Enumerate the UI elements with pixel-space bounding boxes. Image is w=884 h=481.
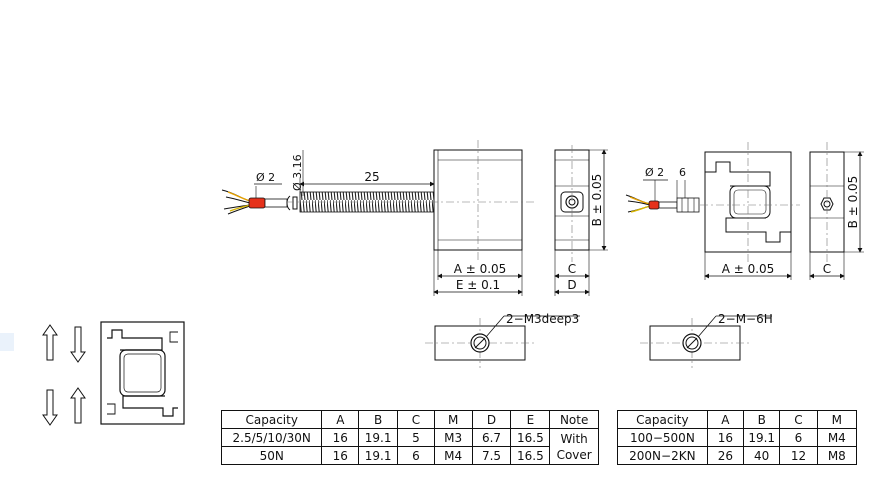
spec-table-left: Capacity A B C M D E Note 2.5/5/10/30N 1… [220, 410, 599, 465]
table-cell: 100−500N [617, 428, 708, 447]
table-cell: 7.5 [471, 446, 512, 465]
table-cell: 19.1 [358, 446, 399, 465]
table-header-row: Capacity A B C M D E Note [220, 410, 599, 429]
red-sleeve-right [648, 200, 660, 210]
table-cell: 2.5/5/10/30N [220, 428, 323, 447]
dim-b-label: B ± 0.05 [590, 174, 604, 227]
table-header-cell: Note [549, 410, 599, 429]
table-cell: 16 [321, 428, 360, 447]
table-cell: 16.5 [510, 446, 551, 465]
table-cell: M4 [433, 446, 473, 465]
dim-c-label: C [568, 262, 576, 276]
table-header-cell: A [321, 410, 360, 429]
table-header-cell: Capacity [220, 410, 323, 429]
s-beam-icon [100, 321, 185, 425]
wire-dia-label: Ø 2 [256, 171, 275, 184]
table-header-cell: C [397, 410, 435, 429]
dim-a-label: A ± 0.05 [454, 262, 507, 276]
table-header-cell: C [779, 410, 818, 429]
cable-dia-label: Ø 3.16 [291, 154, 304, 191]
table-header-row: Capacity A B C M [617, 410, 858, 429]
table-header-cell: B [743, 410, 781, 429]
note-line-1: With [560, 431, 588, 446]
dim-d-label: D [567, 278, 576, 292]
wire-bundle-left [221, 189, 251, 215]
cable-length-label: 25 [364, 170, 379, 184]
note-cell: With Cover [549, 428, 599, 465]
table-cell: 6 [397, 446, 435, 465]
dim-e-label: E ± 0.1 [456, 278, 500, 292]
table-cell: 16 [706, 428, 745, 447]
table-row: 200N−2KN 26 40 12 M8 [617, 446, 858, 465]
table-cell: 19.1 [743, 428, 781, 447]
wire-dia-label-right: Ø 2 [645, 166, 664, 179]
connector-length-label: 6 [679, 166, 686, 179]
wire-colors-left [227, 191, 251, 212]
table-header-cell: A [706, 410, 745, 429]
table-header-cell: M [433, 410, 473, 429]
table-cell: M4 [816, 428, 858, 447]
table-cell: M3 [433, 428, 473, 447]
thread-label-left: 2−M3deep3 [506, 312, 579, 326]
table-row: 100−500N 16 19.1 6 M4 [617, 428, 858, 447]
table-cell: 6.7 [471, 428, 512, 447]
table-cell: 19.1 [358, 428, 399, 447]
table-cell: 26 [706, 446, 745, 465]
dim-c-label-right: C [823, 262, 831, 276]
table-cell: 16.5 [510, 428, 551, 447]
dim-a-label-right: A ± 0.05 [722, 262, 775, 276]
table-cell: 50N [220, 446, 323, 465]
table-header-cell: M [816, 410, 858, 429]
load-direction-arrows [42, 324, 86, 426]
dim-b-label-right: B ± 0.05 [846, 176, 860, 229]
table-header-cell: Capacity [617, 410, 708, 429]
table-row: 50N 16 19.1 6 M4 7.5 16.5 [220, 446, 599, 465]
table-row: 2.5/5/10/30N 16 19.1 5 M3 6.7 16.5 With … [220, 428, 599, 465]
side-tab [0, 333, 14, 351]
spec-table-right: Capacity A B C M 100−500N 16 19.1 6 M4 2… [617, 410, 858, 465]
table-cell: 12 [779, 446, 818, 465]
table-cell: 200N−2KN [617, 446, 708, 465]
table-cell: 5 [397, 428, 435, 447]
red-sleeve-left [248, 197, 266, 209]
table-cell: 16 [321, 446, 360, 465]
table-header-cell: E [510, 410, 551, 429]
table-cell: 6 [779, 428, 818, 447]
note-line-2: Cover [556, 447, 592, 462]
table-cell: 40 [743, 446, 781, 465]
table-cell: M8 [816, 446, 858, 465]
thread-label-right: 2−M−6H [718, 312, 773, 326]
table-header-cell: D [471, 410, 512, 429]
table-header-cell: B [358, 410, 399, 429]
